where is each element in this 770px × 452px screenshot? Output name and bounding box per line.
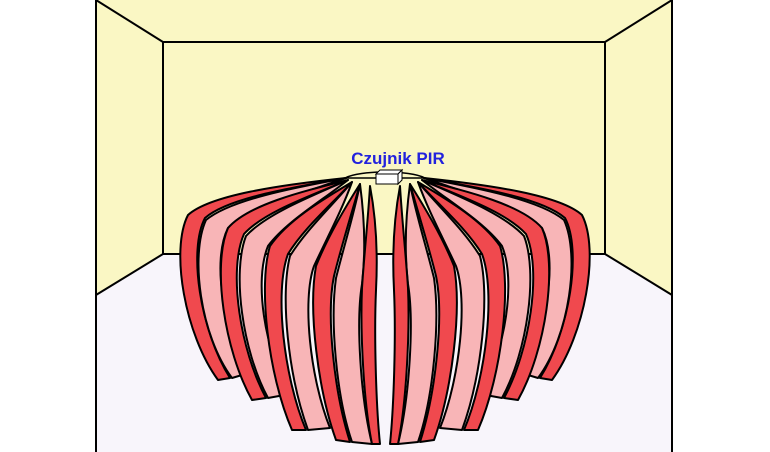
detection-zones — [179, 177, 591, 445]
sensor-label: Czujnik PIR — [351, 149, 445, 168]
zone-left-5 — [360, 185, 381, 445]
room-edges — [95, 0, 673, 452]
right-wall — [605, 0, 672, 295]
zone-right-3 — [417, 181, 507, 431]
zone-right-5 — [389, 185, 410, 445]
zone-left-3 — [263, 181, 353, 431]
pir-sensor-icon — [374, 168, 404, 186]
ceiling — [96, 0, 672, 42]
left-wall — [96, 0, 163, 295]
